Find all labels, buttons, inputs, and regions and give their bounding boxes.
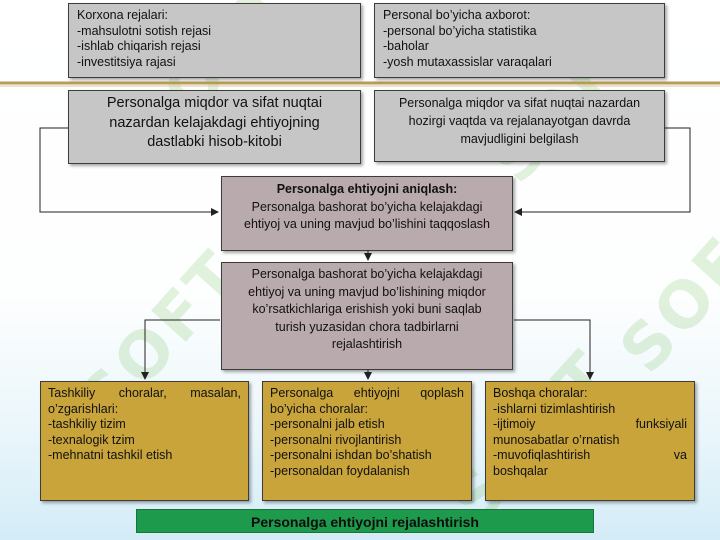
- measures-planning-line: rejalashtirish: [331, 337, 403, 352]
- measures-planning-box: Personalga bashorat bo’yicha kelajakdagi…: [221, 262, 513, 370]
- organizational-measures-line: -tashkiliy tizim: [48, 417, 126, 432]
- organizational-measures-line: -texnalogik tzim: [48, 432, 135, 447]
- determine-need-title: Personalga ehtiyojni aniqlash:: [276, 182, 458, 196]
- current-availability-line: hozirgi vaqtda va rejalanayotgan davrda: [408, 114, 631, 128]
- measures-planning-line: Personalga bashorat bo’yicha kelajakdagi: [251, 267, 483, 281]
- company-plans-line: -mahsulotni sotish rejasi: [77, 23, 212, 38]
- other-measures-line: munosabatlar o’rnatish: [493, 432, 620, 447]
- measures-planning-line: ko’rsatkichlariga erishish yoki buni saq…: [252, 302, 482, 317]
- company-plans-line: -investitsiya rajasi: [77, 54, 176, 69]
- determine-need-line: Personalga bashorat bo’yicha kelajakdagi: [251, 199, 483, 214]
- current-availability-line: mavjudligini belgilash: [460, 132, 579, 146]
- organizational-measures-line: o’zgarishlari:: [48, 401, 119, 416]
- personnel-info-line: -yosh mutaxassislar varaqalari: [383, 54, 552, 69]
- future-need-line: dastlabki hisob-kitobi: [147, 134, 282, 150]
- current-availability-box: Personalga miqdor va sifat nuqtai nazard…: [374, 90, 665, 162]
- determine-need-box: Personalga ehtiyojni aniqlash: Personalg…: [221, 176, 513, 251]
- other-measures-box: Boshqa choralar: -ishlarni tizimlashtiri…: [485, 381, 695, 501]
- need-coverage-line: -personalni ishdan bo’shatish: [270, 448, 432, 463]
- determine-need-line: ehtiyoj va uning mavjud bo’lishini taqqo…: [244, 217, 490, 231]
- organizational-measures-line: -mehnatni tashkil etish: [48, 448, 173, 463]
- need-coverage-line: -personaldan foydalanish: [270, 463, 410, 478]
- measures-planning-line: ehtiyoj va uning mavjud bo’lishining miq…: [248, 284, 486, 299]
- other-measures-line: -muvofiqlashtirish va: [493, 448, 687, 463]
- current-availability-line: Personalga miqdor va sifat nuqtai nazard…: [398, 96, 641, 110]
- connector-bottom-left: [141, 319, 220, 380]
- personnel-info-line: -personal bo’yicha statistika: [383, 23, 537, 38]
- connector-bottom-right: [514, 319, 594, 380]
- other-measures-line: boshqalar: [493, 463, 548, 478]
- future-need-line: nazardan kelajakdagi ehtiyojning: [109, 114, 320, 131]
- need-coverage-line: bo’yicha choralar:: [270, 401, 368, 416]
- future-need-estimate-box: Personalga miqdor va sifat nuqtai nazard…: [68, 90, 361, 164]
- other-measures-line: -ijtimoiy funksiyali: [493, 417, 687, 432]
- personnel-info-line: -baholar: [383, 39, 429, 54]
- future-need-line: Personalga miqdor va sifat nuqtai: [106, 95, 323, 111]
- need-coverage-measures-box: Personalga ehtiyojni qoplash bo’yicha ch…: [262, 381, 472, 501]
- personnel-info-box: Personal bo’yicha axborot: -personal bo’…: [374, 3, 665, 78]
- need-coverage-line: -personalni jalb etish: [270, 417, 385, 432]
- footer-title: Personalga ehtiyojni rejalashtirish: [136, 509, 594, 533]
- personnel-info-line: Personal bo’yicha axborot:: [383, 8, 531, 22]
- measures-planning-line: turish yuzasidan chora tadbirlarni: [275, 319, 459, 334]
- company-plans-line: -ishlab chiqarish rejasi: [77, 39, 201, 54]
- other-measures-line: -ishlarni tizimlashtirish: [493, 401, 616, 416]
- need-coverage-line: Personalga ehtiyojni qoplash: [270, 386, 464, 400]
- organizational-measures-line: Tashkiliy choralar, masalan,: [48, 386, 241, 400]
- other-measures-line: Boshqa choralar:: [493, 386, 588, 400]
- company-plans-line: Korxona rejalari:: [77, 8, 169, 22]
- company-plans-box: Korxona rejalari: -mahsulotni sotish rej…: [68, 3, 361, 78]
- watermark-text: SOFT: [606, 186, 720, 388]
- need-coverage-line: -personalni rivojlantirish: [270, 432, 402, 447]
- organizational-measures-box: Tashkiliy choralar, masalan, o’zgarishla…: [40, 381, 249, 501]
